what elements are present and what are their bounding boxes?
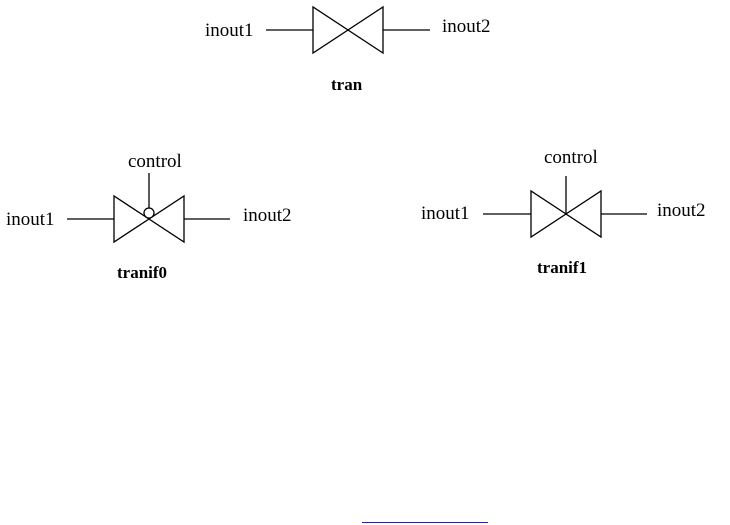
bottom-divider-rule [362, 522, 488, 523]
tranif0-inout1-label: inout1 [6, 209, 55, 230]
tranif1-left-triangle [530, 189, 568, 239]
tran-caption: tran [331, 75, 363, 94]
tranif0-caption: tranif0 [117, 263, 167, 282]
tranif0-gate: control inout1 inout2 tranif0 [6, 151, 292, 282]
tranif0-inout2-label: inout2 [243, 205, 292, 226]
tranif0-control-label: control [128, 151, 182, 172]
tranif1-inout2-label: inout2 [657, 200, 706, 221]
tranif0-right-triangle [147, 194, 185, 244]
tran-right-triangle [346, 5, 384, 55]
tranif1-control-label: control [544, 147, 598, 168]
tran-inout2-label: inout2 [442, 16, 491, 37]
tranif1-gate: control inout1 inout2 tranif1 [421, 147, 706, 277]
tranif0-inversion-bubble [143, 207, 155, 219]
tran-gate: inout1 inout2 tran [205, 5, 491, 94]
tranif0-left-triangle [113, 194, 151, 244]
tranif1-caption: tranif1 [537, 258, 587, 277]
tranif1-right-triangle [564, 189, 602, 239]
tran-inout1-label: inout1 [205, 20, 254, 41]
tranif1-inout1-label: inout1 [421, 203, 470, 224]
tran-left-triangle [312, 5, 350, 55]
